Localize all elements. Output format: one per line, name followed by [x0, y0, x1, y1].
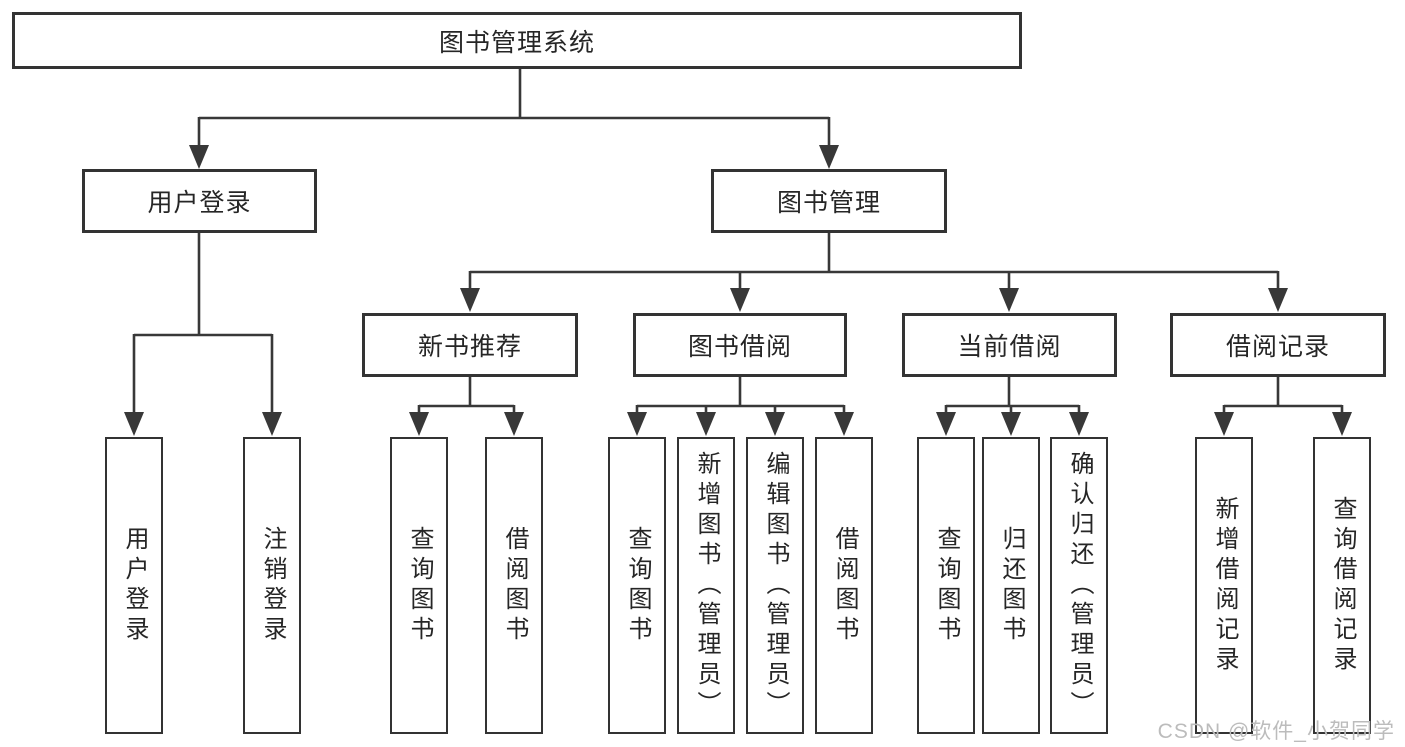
leaf-borrowing-edit-books-admin-label: 编辑图书（管理员） [762, 450, 789, 721]
node-root-system: 图书管理系统 [12, 12, 1022, 69]
node-book-management-label: 图书管理 [776, 189, 881, 217]
leaf-logout: 注销登录 [243, 437, 301, 734]
leaf-user-login: 用户登录 [105, 437, 163, 734]
node-borrowing-records-label: 借阅记录 [1225, 333, 1330, 361]
leaf-borrowing-query-books-label: 查询图书 [624, 525, 651, 646]
leaf-current-confirm-return-admin: 确认归还（管理员） [1050, 437, 1108, 734]
leaf-borrowing-borrow-books-label: 借阅图书 [831, 525, 858, 646]
node-root-label: 图书管理系统 [438, 28, 595, 57]
node-book-borrowing-label: 图书借阅 [687, 333, 792, 361]
node-user-login-label: 用户登录 [147, 189, 252, 217]
node-current-borrowing-label: 当前借阅 [957, 333, 1062, 361]
node-new-book-recommendation: 新书推荐 [362, 313, 578, 377]
node-book-management: 图书管理 [711, 169, 947, 233]
leaf-borrowing-edit-books-admin: 编辑图书（管理员） [746, 437, 804, 734]
csdn-watermark: CSDN @软件_小贺同学 [1157, 720, 1395, 743]
leaf-records-add-record: 新增借阅记录 [1195, 437, 1253, 734]
node-new-book-recommendation-label: 新书推荐 [417, 333, 522, 361]
node-user-login: 用户登录 [82, 169, 317, 233]
leaf-records-add-record-label: 新增借阅记录 [1211, 495, 1238, 676]
node-borrowing-records: 借阅记录 [1170, 313, 1386, 377]
leaf-logout-label: 注销登录 [259, 525, 286, 646]
node-book-borrowing: 图书借阅 [633, 313, 847, 377]
leaf-recommend-query-books-label: 查询图书 [406, 525, 433, 646]
leaf-records-query-record-label: 查询借阅记录 [1329, 495, 1356, 676]
leaf-borrowing-add-books-admin: 新增图书（管理员） [677, 437, 735, 734]
leaf-current-query-books-label: 查询图书 [933, 525, 960, 646]
leaf-borrowing-add-books-admin-label: 新增图书（管理员） [693, 450, 720, 721]
leaf-recommend-query-books: 查询图书 [390, 437, 448, 734]
leaf-current-return-books-label: 归还图书 [998, 525, 1025, 646]
leaf-borrowing-borrow-books: 借阅图书 [815, 437, 873, 734]
leaf-records-query-record: 查询借阅记录 [1313, 437, 1371, 734]
leaf-recommend-borrow-books: 借阅图书 [485, 437, 543, 734]
leaf-current-query-books: 查询图书 [917, 437, 975, 734]
leaf-user-login-label: 用户登录 [121, 525, 148, 646]
leaf-recommend-borrow-books-label: 借阅图书 [501, 525, 528, 646]
node-current-borrowing: 当前借阅 [902, 313, 1117, 377]
leaf-borrowing-query-books: 查询图书 [608, 437, 666, 734]
leaf-current-confirm-return-admin-label: 确认归还（管理员） [1066, 450, 1093, 721]
leaf-current-return-books: 归还图书 [982, 437, 1040, 734]
